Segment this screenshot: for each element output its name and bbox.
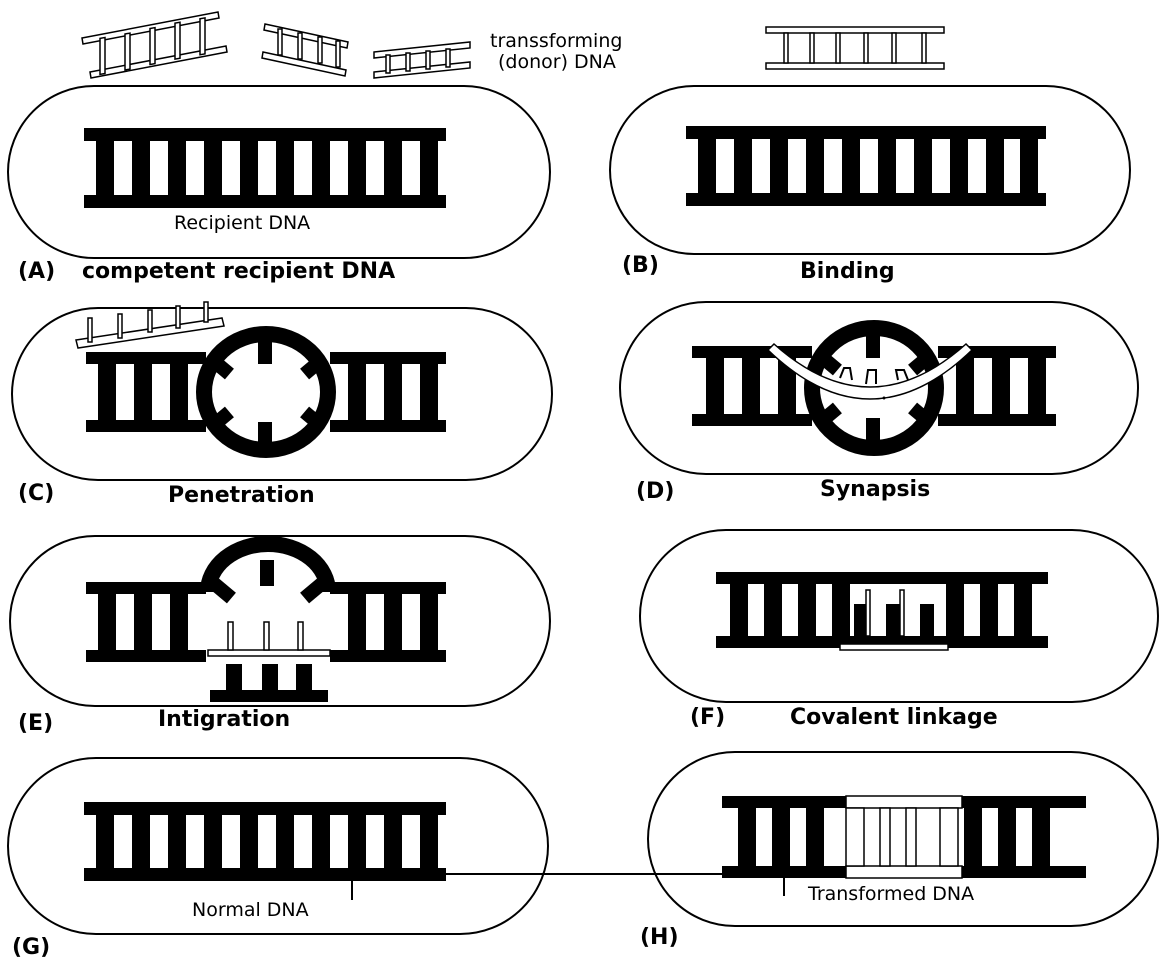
- panel-d-title: Synapsis: [820, 477, 930, 502]
- donor-label-line2: (donor) DNA: [498, 51, 616, 73]
- cell-e: [10, 536, 550, 706]
- donor-fragment-2: [262, 24, 348, 76]
- panel-a-inner-label: Recipient DNA: [174, 212, 310, 234]
- panel-h-letter: (H): [640, 925, 679, 950]
- donor-fragment-3: [374, 42, 470, 78]
- panel-a-letter: (A): [18, 259, 55, 284]
- panel-f-letter: (F): [690, 705, 725, 730]
- cell-b: [610, 86, 1130, 254]
- panel-f-title: Covalent linkage: [790, 705, 998, 730]
- panel-b-title: Binding: [800, 259, 895, 284]
- panel-b-letter: (B): [622, 253, 659, 278]
- donor-label-line1: transsforming: [490, 30, 622, 52]
- panel-g-letter: (G): [12, 935, 50, 960]
- panel-c-letter: (C): [18, 481, 54, 506]
- panel-e-title: Intigration: [158, 707, 290, 732]
- donor-fragment-1: [82, 12, 227, 78]
- donor-fragment-b: [766, 27, 944, 69]
- panel-d-letter: (D): [636, 479, 674, 504]
- panel-g-inner-label: Normal DNA: [192, 899, 309, 921]
- donor-dna-fragments: transsforming (donor) DNA: [82, 12, 944, 78]
- panel-e-letter: (E): [18, 711, 53, 736]
- excised-fragment-e: [210, 664, 328, 702]
- panel-c-title: Penetration: [168, 483, 315, 508]
- panel-a-title: competent recipient DNA: [82, 259, 395, 284]
- panel-h-inner-label: Transformed DNA: [807, 883, 974, 905]
